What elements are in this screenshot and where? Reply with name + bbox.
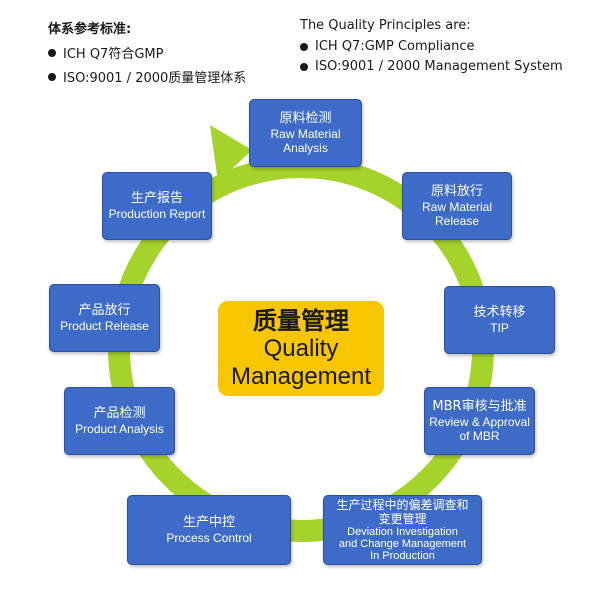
step-label-en: Review & Approval (429, 415, 530, 429)
step-label-cn: 生产过程中的偏差调查和变更管理 (336, 498, 469, 526)
step-label-en: Raw Material (421, 200, 493, 214)
step-label-en: In Production (370, 550, 435, 562)
step-label-cn: 原料检测 (279, 111, 332, 126)
step-label-en: and Change Management (338, 538, 467, 550)
step-technology-transfer: 技术转移 TIP (444, 286, 555, 354)
step-label-en: Analysis (283, 141, 328, 155)
header-item-text: ICH Q7符合GMP (63, 47, 164, 62)
bullet-icon (300, 42, 308, 51)
step-deviation-change-management: 生产过程中的偏差调查和变更管理 Deviation Investigation … (323, 495, 482, 565)
header-item-cn: ISO:9001 / 2000质量管理体系 (48, 67, 246, 86)
step-label-cn: 生产报告 (130, 191, 183, 206)
center-label-en-line2: Management (230, 362, 372, 390)
step-label-en: TIP (490, 321, 509, 335)
step-product-release: 产品放行 Product Release (49, 284, 160, 352)
header-item-en: ISO:9001 / 2000 Management System (300, 59, 563, 74)
step-raw-material-release: 原料放行 Raw Material Release (402, 172, 512, 240)
step-label-en: of MBR (459, 429, 500, 443)
header-item-text: ISO:9001 / 2000质量管理体系 (63, 71, 247, 86)
cycle-arrow-icon (210, 125, 252, 182)
step-label-cn: 产品放行 (78, 303, 131, 318)
bullet-icon (300, 62, 308, 71)
header-item-cn: ICH Q7符合GMP (48, 43, 246, 62)
center-label-en-line1: Quality (263, 334, 339, 362)
reference-standards-en: The Quality Principles are: ICH Q7:GMP C… (300, 18, 563, 79)
header-title-en: The Quality Principles are: (300, 18, 471, 33)
step-label-cn: 产品检测 (93, 406, 146, 421)
step-label-en: Process Control (166, 531, 252, 545)
step-label-en: Deviation Investigation (347, 526, 458, 538)
quality-management-center: 质量管理 Quality Management (218, 301, 384, 396)
step-label-en: Release (434, 214, 480, 228)
step-product-analysis: 产品检测 Product Analysis (64, 387, 175, 455)
header-title-cn: 体系参考标准: (48, 22, 132, 37)
step-label-cn: MBR审核与批准 (432, 399, 527, 414)
step-label-en: Production Report (108, 207, 206, 221)
step-label-cn: 技术转移 (473, 305, 526, 320)
header-item-text: ISO:9001 / 2000 Management System (315, 59, 563, 74)
center-label-cn: 质量管理 (253, 306, 349, 335)
step-label-en: Product Analysis (75, 422, 164, 436)
step-label-en: Raw Material (270, 127, 341, 141)
step-process-control: 生产中控 Process Control (127, 495, 291, 565)
step-mbr-review-approval: MBR审核与批准 Review & Approval of MBR (424, 387, 535, 455)
step-label-cn: 原料放行 (430, 184, 483, 199)
header-item-text: ICH Q7:GMP Compliance (315, 39, 475, 54)
step-label-cn: 生产中控 (182, 515, 235, 530)
step-production-report: 生产报告 Production Report (102, 172, 212, 240)
step-label-en: Product Release (60, 319, 149, 333)
header-item-en: ICH Q7:GMP Compliance (300, 39, 563, 54)
bullet-icon (48, 72, 56, 81)
reference-standards-cn: 体系参考标准: ICH Q7符合GMP ISO:9001 / 2000质量管理体… (48, 18, 246, 91)
bullet-icon (48, 48, 56, 57)
step-raw-material-analysis: 原料检测 Raw Material Analysis (249, 99, 362, 167)
